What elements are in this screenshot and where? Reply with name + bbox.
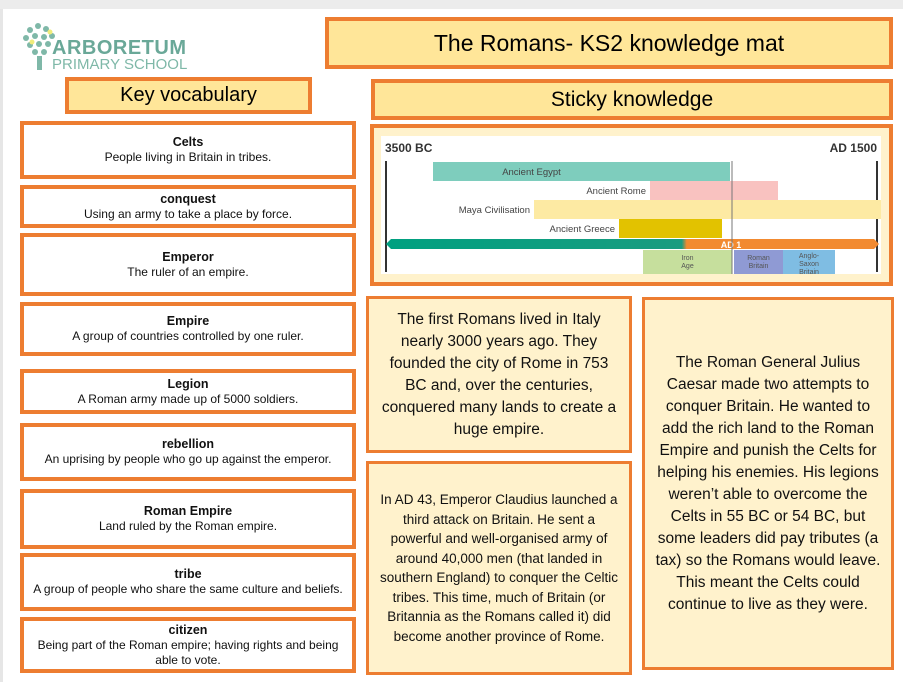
- vocab-definition: An uprising by people who go up against …: [44, 452, 332, 466]
- vocab-definition: A group of people who share the same cul…: [33, 582, 343, 596]
- timeline-period: [783, 250, 835, 274]
- timeline-bar: [433, 162, 730, 181]
- vocab-term: Legion: [167, 376, 209, 391]
- vocab-term: tribe: [174, 567, 202, 581]
- timeline-start-label: 3500 BC: [385, 141, 433, 155]
- sticky-heading: Sticky knowledge: [371, 79, 893, 120]
- vocab-definition: A group of countries controlled by one r…: [72, 329, 304, 343]
- knowledge-box-caesar: The Roman General Julius Caesar made two…: [642, 297, 894, 670]
- page-title: The Romans- KS2 knowledge mat: [325, 17, 893, 69]
- vocab-definition: People living in Britain in tribes.: [104, 150, 272, 164]
- timeline-mid-label: AD 1: [721, 240, 742, 250]
- school-logo: ARBORETUM PRIMARY SCHOOL: [8, 12, 188, 73]
- timeline-bar: [619, 219, 722, 238]
- timeline-bar-label: Ancient Greece: [550, 224, 615, 235]
- vocab-definition: Land ruled by the Roman empire.: [98, 519, 278, 533]
- vocab-term: Empire: [166, 314, 210, 328]
- vocab-definition: The ruler of an empire.: [127, 264, 249, 279]
- vocab-term: Celts: [172, 135, 204, 149]
- vocab-definition: Being part of the Roman empire; having r…: [37, 637, 339, 667]
- vocab-term: Roman Empire: [143, 504, 233, 518]
- timeline-bar-label: Ancient Rome: [586, 186, 646, 197]
- timeline-arrow: [386, 239, 879, 249]
- knowledge-box-first-romans: The first Romans lived in Italy nearly 3…: [366, 296, 632, 453]
- school-name: ARBORETUM: [52, 37, 187, 59]
- timeline-bar-label: Ancient Egypt: [502, 167, 561, 178]
- vocab-term: rebellion: [161, 437, 215, 451]
- vocab-definition: A Roman army made up of 5000 soldiers.: [77, 391, 299, 406]
- left-edge: [0, 9, 3, 682]
- tree-logo-icon: [23, 23, 55, 70]
- timeline-period: [734, 250, 783, 274]
- timeline-bar: [534, 200, 881, 219]
- timeline-end-label: AD 1500: [830, 141, 878, 155]
- school-subtitle: PRIMARY SCHOOL: [52, 56, 188, 73]
- timeline-bar: [650, 181, 778, 200]
- vocab-term: conquest: [160, 191, 216, 206]
- vocab-definition: Using an army to take a place by force.: [83, 206, 293, 221]
- vocab-heading: Key vocabulary: [65, 77, 312, 114]
- knowledge-box-claudius: In AD 43, Emperor Claudius launched a th…: [366, 461, 632, 675]
- top-bar: [0, 0, 903, 9]
- vocab-term: citizen: [168, 622, 208, 637]
- timeline-period: [643, 250, 732, 274]
- vocab-term: Emperor: [162, 249, 214, 264]
- timeline-bar-label: Maya Civilisation: [459, 205, 530, 216]
